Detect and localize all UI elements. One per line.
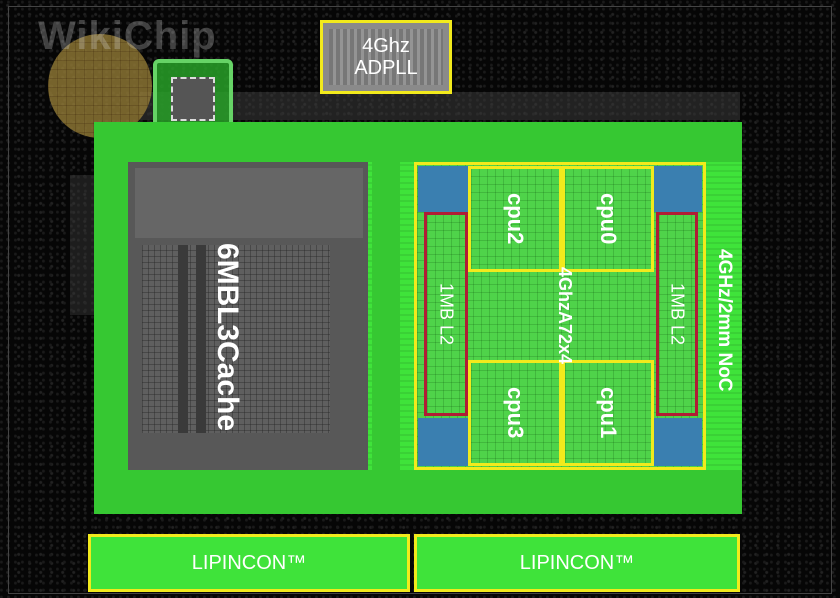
wafer-icon	[48, 34, 152, 138]
frame-top-bar	[94, 122, 742, 162]
cluster-label: 4Ghz A72x4	[530, 267, 600, 364]
l2-right-block: 1MB L2	[656, 212, 698, 416]
lipincon-left-block: LIPINCON™	[88, 534, 410, 592]
l2-left-block: 1MB L2	[424, 212, 468, 416]
top-texture	[140, 92, 740, 120]
l3-cache-array	[142, 245, 330, 433]
l3-stripe-1	[178, 245, 188, 433]
l3-stripe-2	[196, 245, 206, 433]
lipincon-left-label: LIPINCON™	[191, 551, 307, 574]
cluster-line1: 4Ghz	[555, 267, 575, 312]
corner-tile-br	[654, 418, 702, 466]
adpll-block: 4Ghz ADPLL	[320, 20, 452, 94]
cpu2-core: cpu2	[468, 166, 562, 272]
adpll-line1: 4Ghz	[362, 35, 410, 57]
l3-top-texture	[135, 168, 363, 238]
l2-right-label: 1MB L2	[667, 282, 688, 346]
corner-tile-tl	[418, 166, 468, 212]
l3-cache-label: 6MB L3 Cache	[152, 243, 302, 431]
adpll-line2: ADPLL	[354, 57, 418, 79]
cpu3-label: cpu3	[503, 387, 528, 439]
corner-tile-tr	[654, 166, 702, 212]
l3-line3: Cache	[211, 341, 244, 432]
noc-label: 4GHz/2mm NoC	[714, 248, 735, 392]
wikichip-wordmark: WikiChip	[38, 14, 217, 58]
l3-line2: L3	[211, 306, 244, 342]
lipincon-right-label: LIPINCON™	[519, 551, 635, 574]
frame-left-bar	[94, 122, 128, 514]
l3-line1: 6MB	[211, 242, 244, 307]
adpll-label: 4Ghz ADPLL	[323, 23, 449, 91]
l2-left-label: 1MB L2	[436, 282, 457, 346]
cpu0-label: cpu0	[596, 193, 621, 245]
cpu2-label: cpu2	[503, 193, 528, 245]
cpu1-label: cpu1	[596, 387, 621, 439]
lipincon-right-block: LIPINCON™	[414, 534, 740, 592]
corner-tile-bl	[418, 418, 468, 466]
frame-bottom-bar	[94, 470, 742, 514]
die-border	[8, 6, 832, 594]
cluster-line2: A72x4	[555, 311, 575, 365]
bus-column	[372, 130, 400, 510]
cpu1-core: cpu1	[562, 360, 654, 466]
cpu0-core: cpu0	[562, 166, 654, 272]
cpu3-core: cpu3	[468, 360, 562, 466]
